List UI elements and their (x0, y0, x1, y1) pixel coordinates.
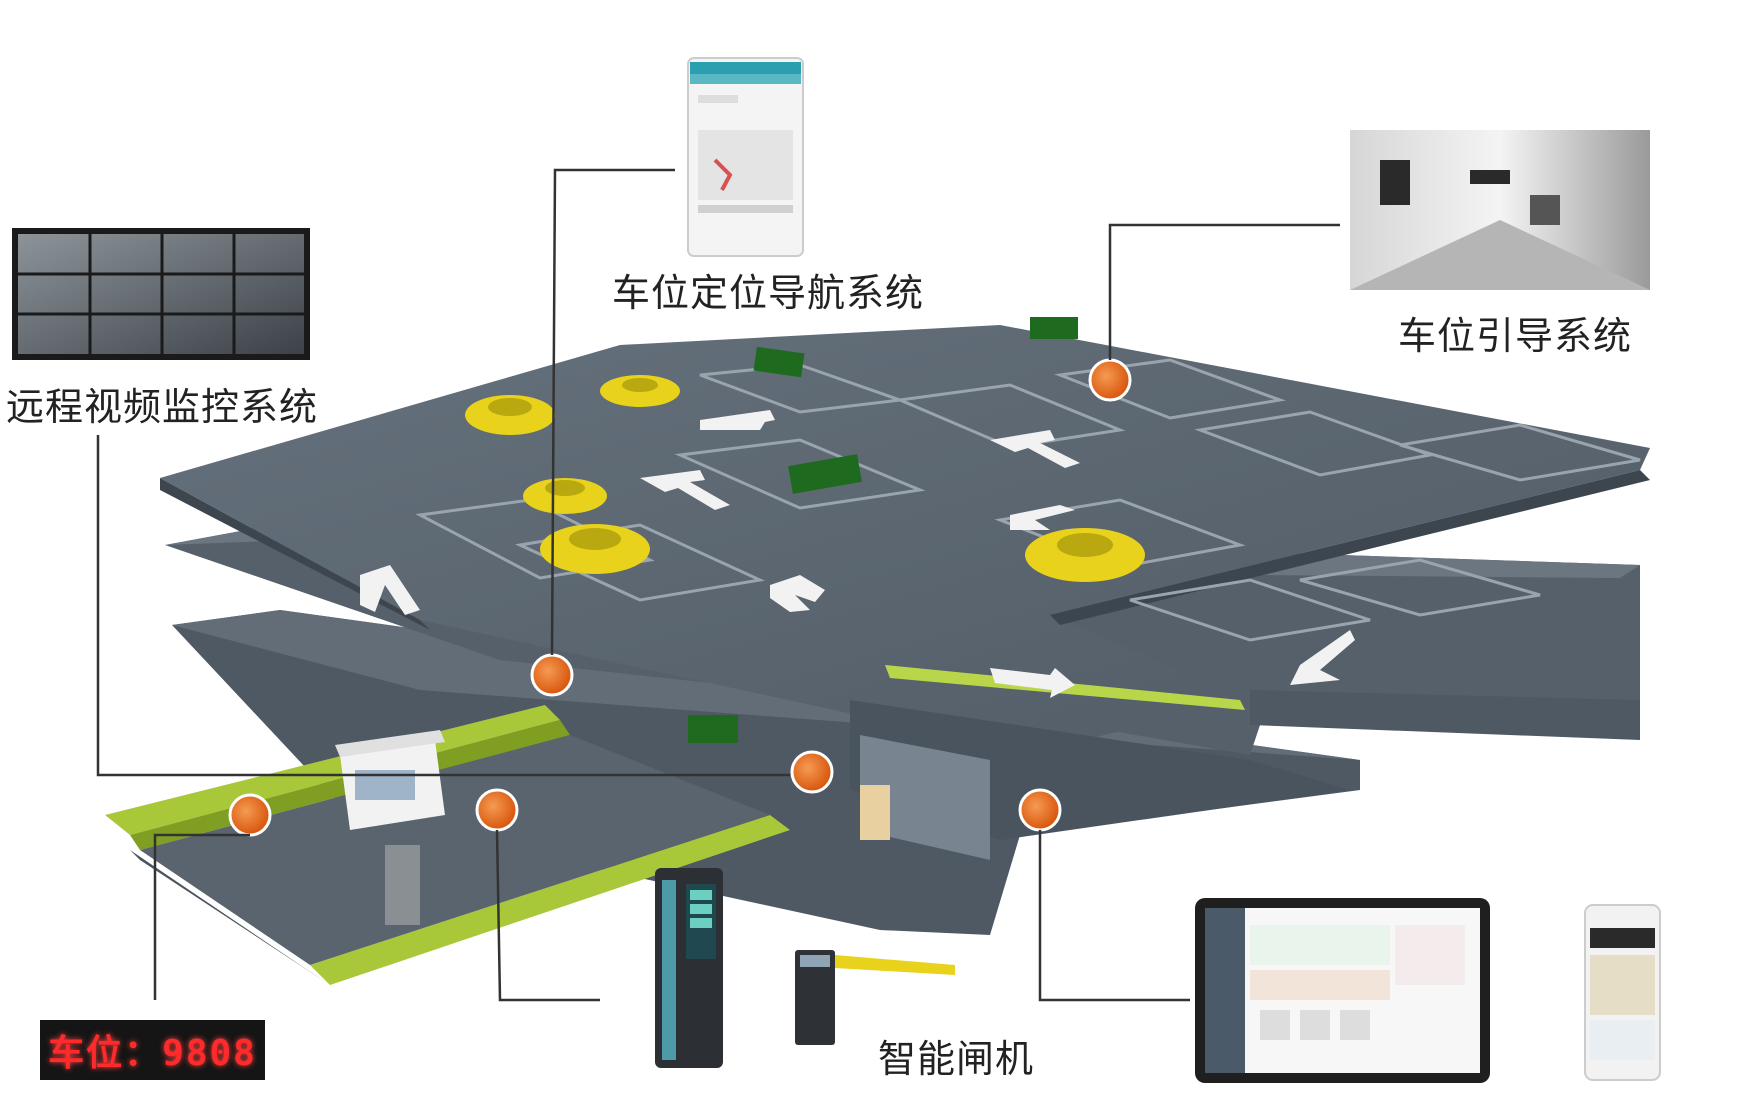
label-smart-gate: 智能闸机 (878, 1037, 1035, 1081)
car (540, 524, 650, 574)
marker (1018, 788, 1062, 832)
car (523, 478, 607, 514)
car (465, 395, 555, 435)
marker (530, 653, 574, 697)
led-counter-text: 车位：9808 (48, 1033, 257, 1074)
marker (228, 793, 272, 837)
marker (1088, 358, 1132, 402)
smart-gate-device (795, 950, 955, 1045)
marker (475, 788, 519, 832)
location-markers (228, 358, 1132, 837)
led-counter: 车位：9808 (44, 1026, 261, 1074)
parking-space-lines (415, 358, 1641, 642)
label-space-guidance: 车位引导系统 (1398, 314, 1633, 358)
navigation-phone-app (687, 57, 804, 257)
video-wall (12, 228, 310, 360)
label-space-navigation: 车位定位导航系统 (612, 271, 925, 315)
car (600, 375, 680, 407)
payment-kiosk (655, 868, 723, 1068)
connector-lines (96, 168, 1340, 1002)
guidance-signs (688, 317, 1078, 743)
garage-photo (1350, 130, 1650, 290)
car (1025, 528, 1145, 582)
toll-booth (335, 730, 445, 925)
marker (790, 750, 834, 794)
exit-ramp (1250, 690, 1640, 740)
mobile-phone (1584, 904, 1661, 1081)
management-tablet (1195, 898, 1490, 1083)
led-counter-panel (40, 1020, 265, 1080)
label-video-monitoring: 远程视频监控系统 (6, 385, 319, 429)
